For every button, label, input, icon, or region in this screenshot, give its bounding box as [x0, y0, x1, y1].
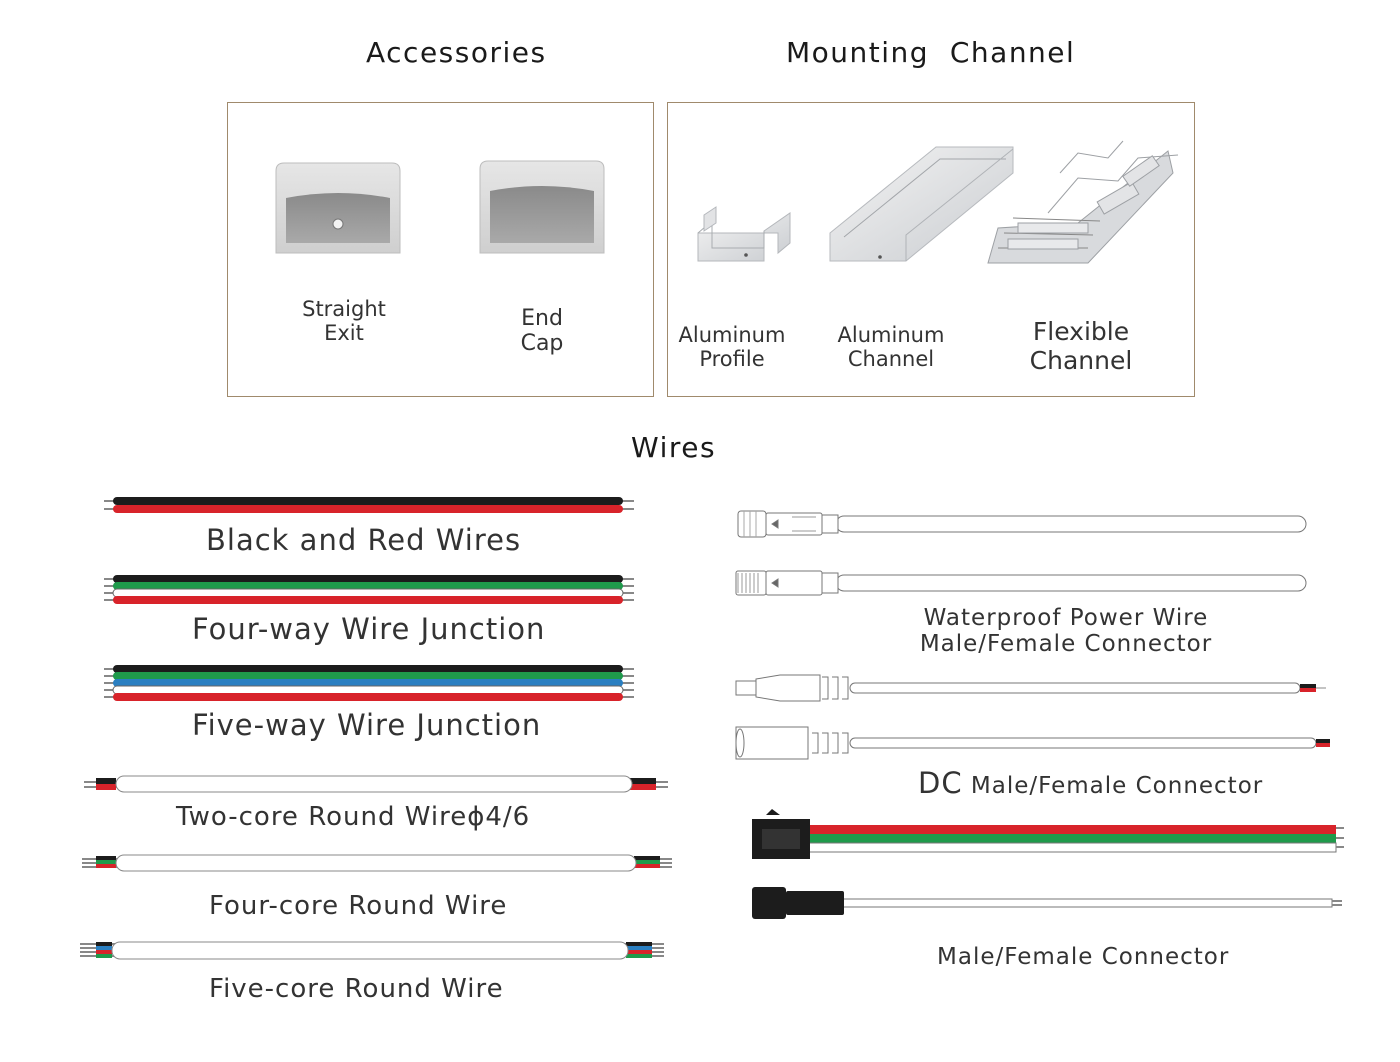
dc-connector-label: DC Male/Female Connector — [918, 766, 1263, 800]
male-female-connector-label: Male/Female Connector — [937, 944, 1230, 970]
mounting-art — [697, 140, 1179, 264]
dc-rest: Male/Female Connector — [962, 773, 1264, 799]
aluminum-profile-image — [697, 206, 791, 262]
black-red-wire-image — [104, 497, 634, 513]
end-cap-image — [479, 160, 605, 254]
five-way-wire-junction-label: Five-way Wire Junction — [192, 708, 542, 742]
black-red-wires-label: Black and Red Wires — [206, 523, 522, 557]
right-connectors-art — [735, 510, 1344, 919]
three-pin-connector-image — [752, 809, 1344, 859]
waterproof-male-connector-image — [735, 570, 1307, 596]
single-connector-image — [752, 887, 1342, 919]
flexible-channel-image — [987, 140, 1179, 264]
four-way-wire-image — [104, 575, 634, 604]
five-way-wire-image — [104, 665, 634, 701]
two-core-round-wire-label: Two-core Round Wireϕ4/6 — [176, 802, 531, 832]
aluminum-channel-image — [829, 146, 1014, 262]
left-wires-art — [80, 497, 672, 960]
five-core-round-wire-label: Five-core Round Wire — [209, 974, 504, 1004]
accessories-art — [275, 160, 605, 254]
wires-heading: Wires — [631, 431, 717, 464]
dc-male-connector-image — [735, 674, 1326, 702]
straight-exit-image — [275, 162, 401, 254]
four-core-round-wire-image — [82, 854, 672, 872]
four-core-round-wire-label: Four-core Round Wire — [209, 891, 508, 921]
five-core-round-wire-image — [80, 941, 664, 960]
accessories-heading: Accessories — [366, 36, 547, 69]
waterproof-female-connector-image — [737, 510, 1307, 538]
dc-prefix: DC — [918, 766, 963, 800]
two-core-round-wire-image — [84, 775, 668, 793]
dc-female-connector-image — [735, 726, 1330, 760]
four-way-wire-junction-label: Four-way Wire Junction — [192, 612, 546, 646]
mounting-channel-heading: Mounting Channel — [786, 36, 1076, 69]
